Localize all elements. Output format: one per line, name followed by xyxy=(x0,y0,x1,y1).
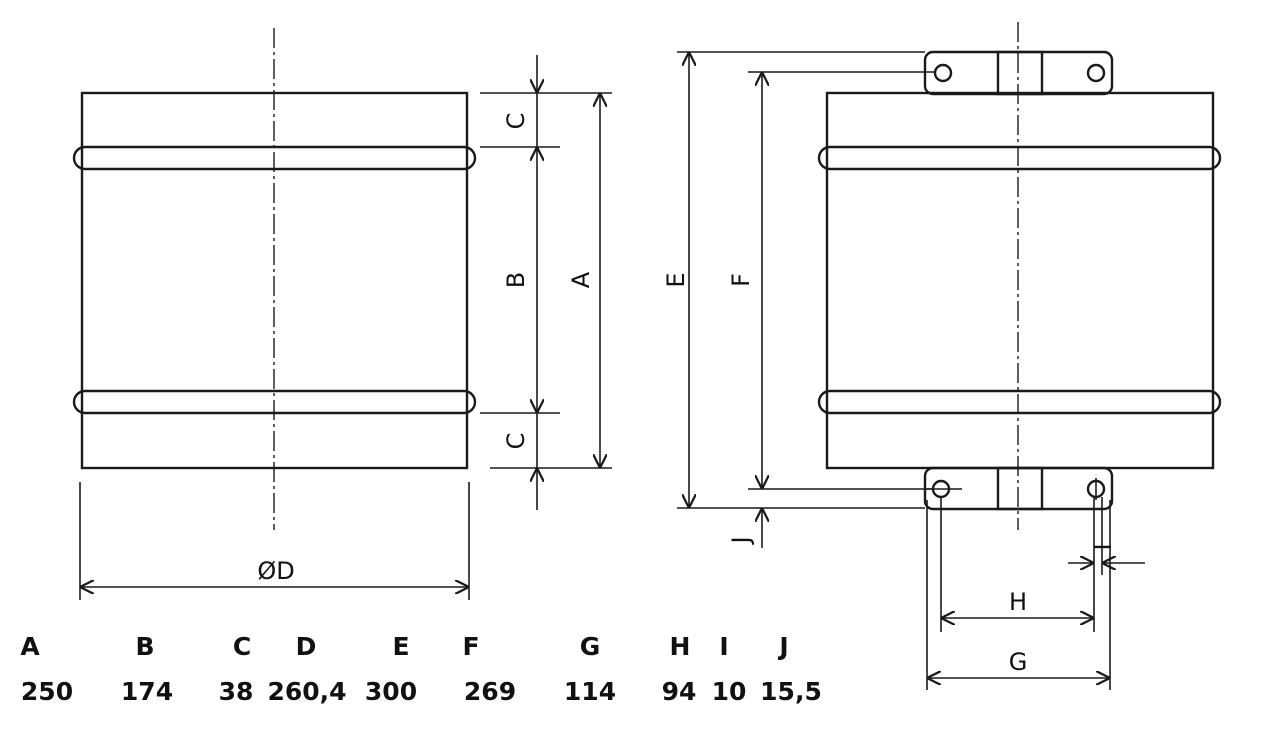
right-view xyxy=(817,22,1222,530)
label-a: A xyxy=(567,271,595,288)
left-view xyxy=(72,28,477,530)
label-d: ØD xyxy=(257,557,294,585)
label-b: B xyxy=(502,272,530,288)
label-e: E xyxy=(662,272,690,287)
top-right-hole xyxy=(1086,63,1106,83)
label-c-top: C xyxy=(502,113,530,130)
right-top-bead xyxy=(817,145,1222,171)
label-f: F xyxy=(727,273,755,287)
label-i: I xyxy=(1089,543,1117,550)
label-j: J xyxy=(727,536,755,545)
left-dimensions: C B C A ØD xyxy=(79,55,612,600)
top-left-hole xyxy=(933,63,953,83)
right-dimensions: E F J I H G xyxy=(662,51,1145,690)
label-h: H xyxy=(1009,588,1027,616)
right-duct-body xyxy=(825,91,1215,470)
label-c-bottom: C xyxy=(502,433,530,450)
label-g: G xyxy=(1009,648,1028,676)
right-bottom-bead xyxy=(817,389,1222,415)
